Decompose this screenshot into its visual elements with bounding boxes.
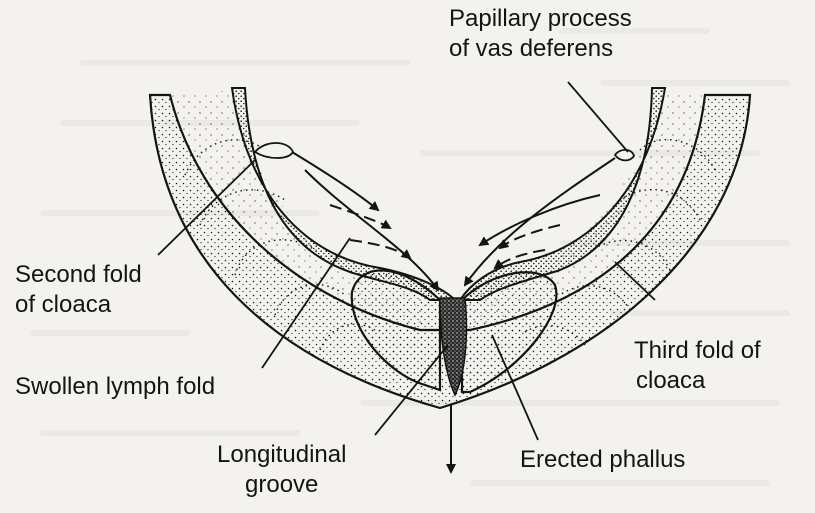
label-third-fold: Third fold of cloaca (634, 336, 761, 396)
label-erected-phallus: Erected phallus (520, 445, 685, 475)
label-papillary-process: Papillary process of vas deferens (449, 4, 632, 64)
label-longitudinal-groove: Longitudinal groove (217, 440, 346, 500)
label-second-fold: Second fold of cloaca (15, 260, 142, 320)
papillary-bump-left (255, 143, 293, 158)
papillary-process-right (615, 150, 634, 161)
label-swollen-lymph-fold: Swollen lymph fold (15, 372, 215, 402)
